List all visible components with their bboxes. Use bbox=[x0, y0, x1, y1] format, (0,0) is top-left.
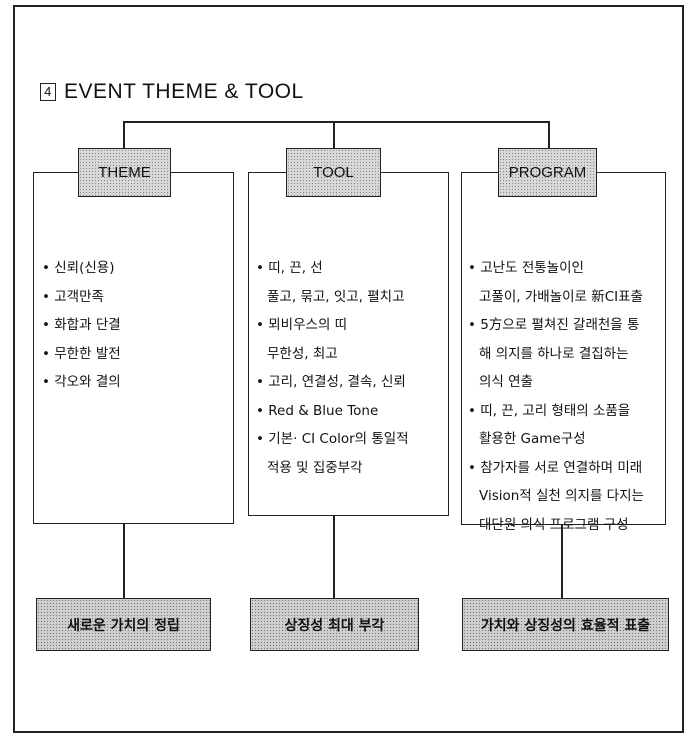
list-item: 풀고, 묶고, 잇고, 펼치고 bbox=[267, 288, 405, 305]
list-item: 고리, 연결성, 결속, 신뢰 bbox=[256, 368, 409, 397]
list-item: 고난도 전통놀이인 bbox=[468, 254, 644, 283]
list-item: 의식 연출 bbox=[479, 374, 533, 390]
connector-program bbox=[548, 121, 550, 151]
list-item: 5方으로 펼쳐진 갈래천을 통 bbox=[468, 311, 644, 340]
section-number: 4 bbox=[40, 83, 56, 101]
list-item: 신뢰(신용) bbox=[42, 254, 121, 283]
list-item: 대단원 의식 프로그램 구성 bbox=[479, 516, 629, 533]
connector-tool-result bbox=[333, 515, 335, 599]
list-item: 기본· CI Color의 통일적 bbox=[256, 425, 408, 454]
list-item: Red & Blue Tone bbox=[256, 397, 409, 426]
connector-tool bbox=[333, 121, 335, 151]
section-title: 4 EVENT THEME & TOOL bbox=[40, 80, 304, 104]
section-title-text: EVENT THEME & TOOL bbox=[64, 80, 304, 103]
list-item: 띠, 끈, 선 bbox=[256, 254, 409, 283]
list-item: 각오와 결의 bbox=[42, 368, 120, 397]
list-item: 무한한 발전 bbox=[42, 340, 120, 369]
program-header: PROGRAM bbox=[498, 148, 597, 197]
tool-header: TOOL bbox=[286, 148, 381, 197]
connector-theme bbox=[123, 121, 125, 151]
connector-top bbox=[123, 121, 549, 123]
list-item: 띠, 끈, 고리 형태의 소품을 bbox=[468, 397, 644, 426]
theme-result-box: 새로운 가치의 정립 bbox=[36, 598, 211, 651]
list-item: 적용 및 집중부각 bbox=[267, 459, 363, 476]
tool-box bbox=[248, 172, 449, 516]
list-item: 화합과 단결 bbox=[42, 311, 120, 340]
list-item: 해 의지를 하나로 결집하는 bbox=[479, 345, 629, 362]
theme-header: THEME bbox=[78, 148, 171, 197]
outer-frame bbox=[13, 5, 684, 733]
list-item: 뫼비우스의 띠 bbox=[256, 311, 409, 340]
connector-program-result bbox=[561, 524, 563, 599]
list-item: 고풀이, 가배놀이로 新CI표출 bbox=[479, 288, 643, 305]
list-item: Vision적 실천 의지를 다지는 bbox=[479, 488, 644, 504]
tool-result-box: 상징성 최대 부각 bbox=[250, 598, 419, 651]
list-item: 고객만족 bbox=[42, 283, 121, 312]
program-result-box: 가치와 상징성의 효율적 표출 bbox=[462, 598, 669, 651]
connector-theme-result bbox=[123, 523, 125, 599]
list-item: 무한성, 최고 bbox=[267, 345, 338, 362]
list-item: 참가자를 서로 연결하며 미래 bbox=[468, 454, 644, 483]
list-item: 활용한 Game구성 bbox=[479, 431, 586, 447]
theme-list: 신뢰(신용)고객만족화합과 단결무한한 발전각오와 결의 bbox=[42, 254, 121, 397]
